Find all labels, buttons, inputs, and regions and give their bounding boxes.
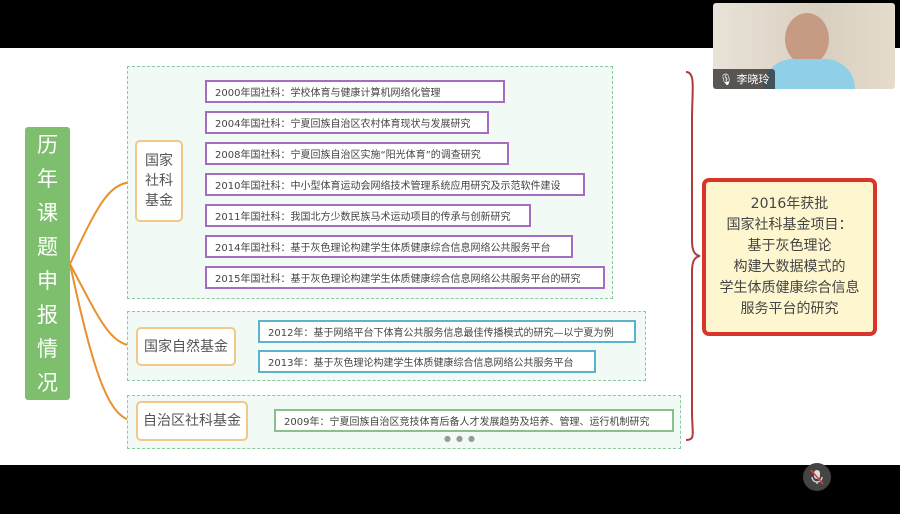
project-item: 2004年国社科：宁夏回族自治区农村体育现状与发展研究	[205, 111, 489, 134]
title-char: 历	[37, 132, 58, 157]
project-item: 2015年国社科：基于灰色理论构建学生体质健康综合信息网络公共服务平台的研究	[205, 266, 605, 289]
title-char: 申	[37, 268, 58, 293]
category-label: 国家社科基金	[145, 153, 173, 209]
microphone-muted-icon	[810, 469, 824, 485]
project-item: 2009年：宁夏回族自治区竞技体育后备人才发展趋势及培养、管理、运行机制研究	[274, 409, 674, 432]
highlight-line: 构建大数据模式的	[733, 259, 846, 275]
category-natural-science: 国家自然基金	[136, 327, 236, 366]
project-item: 2014年国社科：基于灰色理论构建学生体质健康综合信息网络公共服务平台	[205, 235, 573, 258]
title-box: 历 年 课 题 申 报 情 况	[25, 127, 70, 400]
project-item: 2011年国社科：我国北方少数民族马术运动项目的传承与创新研究	[205, 204, 531, 227]
more-dots-icon: ●●●	[444, 434, 480, 443]
highlight-line: 服务平台的研究	[740, 301, 839, 317]
microphone-icon: 🎙	[719, 73, 733, 86]
participant-name: 李晓玲	[736, 73, 770, 86]
category-regional: 自治区社科基金	[136, 401, 248, 441]
highlight-box: 2016年获批 国家社科基金项目： 基于灰色理论 构建大数据模式的 学生体质健康…	[702, 178, 877, 336]
title-char: 况	[37, 370, 58, 395]
project-item: 2010年国社科：中小型体育运动会网络技术管理系统应用研究及示范软件建设	[205, 173, 585, 196]
highlight-line: 国家社科基金项目：	[726, 217, 853, 233]
project-item: 2000年国社科：学校体育与健康计算机网络化管理	[205, 80, 505, 103]
mute-microphone-button[interactable]	[803, 463, 831, 491]
title-char: 年	[37, 166, 58, 191]
title-char: 课	[37, 200, 58, 225]
category-social-science: 国家社科基金	[135, 140, 183, 222]
participant-body	[763, 59, 855, 89]
title-char: 题	[37, 234, 58, 259]
project-item: 2008年国社科：宁夏回族自治区实施“阳光体育”的调查研究	[205, 142, 509, 165]
participant-video-tile[interactable]: 🎙 李晓玲	[713, 3, 895, 89]
category-label: 国家自然基金	[144, 338, 228, 355]
project-item: 2012年：基于网络平台下体育公共服务信息最佳传播模式的研究—以宁夏为例	[258, 320, 636, 343]
participant-face	[785, 13, 829, 65]
highlight-line: 2016年获批	[750, 196, 829, 212]
project-item: 2013年：基于灰色理论构建学生体质健康综合信息网络公共服务平台	[258, 350, 596, 373]
highlight-line: 基于灰色理论	[747, 238, 832, 254]
category-label: 自治区社科基金	[143, 413, 241, 429]
title-char: 报	[37, 302, 58, 327]
highlight-line: 学生体质健康综合信息	[719, 280, 860, 296]
participant-name-tag: 🎙 李晓玲	[713, 69, 776, 89]
title-char: 情	[37, 336, 58, 361]
